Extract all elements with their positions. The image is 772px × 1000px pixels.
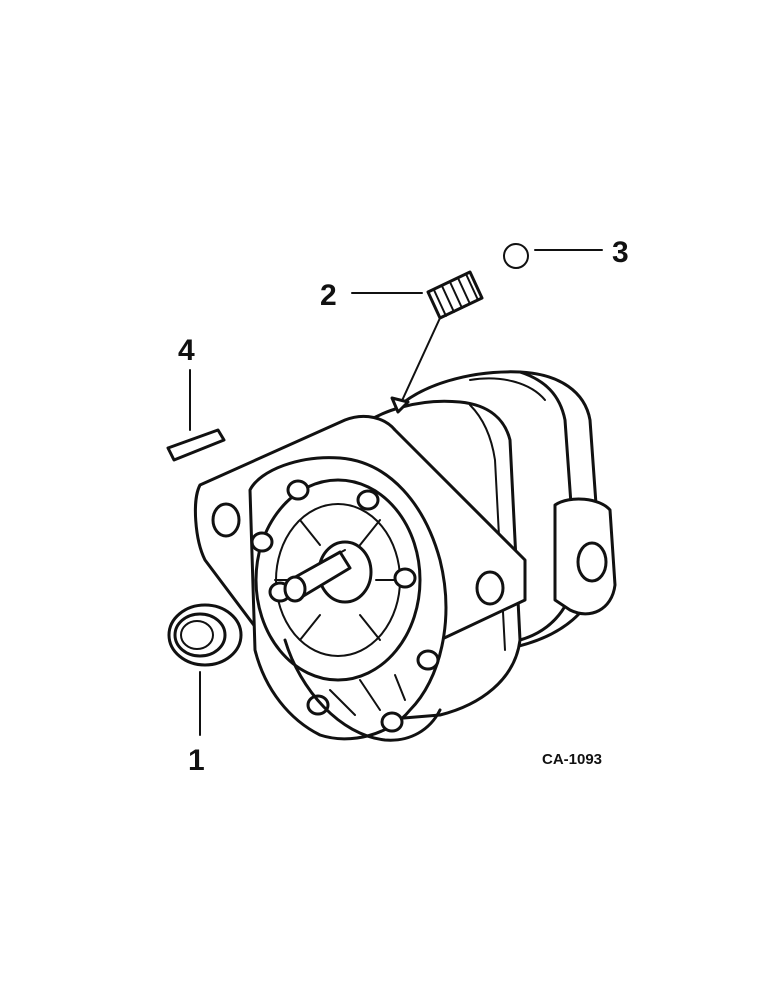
cover-bolt bbox=[416, 649, 440, 671]
cover-bolt bbox=[306, 694, 330, 716]
cover-bolt bbox=[393, 567, 417, 589]
lower-end-plate bbox=[283, 638, 442, 742]
rear-mounting-ear bbox=[553, 497, 617, 616]
cover-bolt bbox=[286, 479, 310, 501]
spring-arrow-head bbox=[390, 396, 410, 414]
cover-bolt bbox=[380, 711, 404, 733]
callout-4: 4 bbox=[178, 334, 195, 367]
relief-spring bbox=[426, 270, 484, 320]
flange-bolt-hole-right bbox=[475, 570, 505, 606]
drive-shaft bbox=[283, 540, 373, 604]
shaft-end bbox=[283, 575, 307, 603]
cover-bolt bbox=[356, 489, 380, 511]
callout-1: 1 bbox=[188, 744, 205, 777]
callout-3: 3 bbox=[612, 236, 629, 269]
cover-bolt bbox=[250, 531, 274, 553]
shaft-seal bbox=[167, 603, 243, 667]
shaft-key bbox=[166, 428, 226, 462]
figure-code: CA-1093 bbox=[542, 751, 602, 768]
callout-2: 2 bbox=[320, 279, 337, 312]
flange-bolt-hole-left bbox=[211, 502, 241, 538]
check-ball bbox=[503, 243, 529, 269]
spring-arrow-shaft bbox=[399, 317, 441, 406]
